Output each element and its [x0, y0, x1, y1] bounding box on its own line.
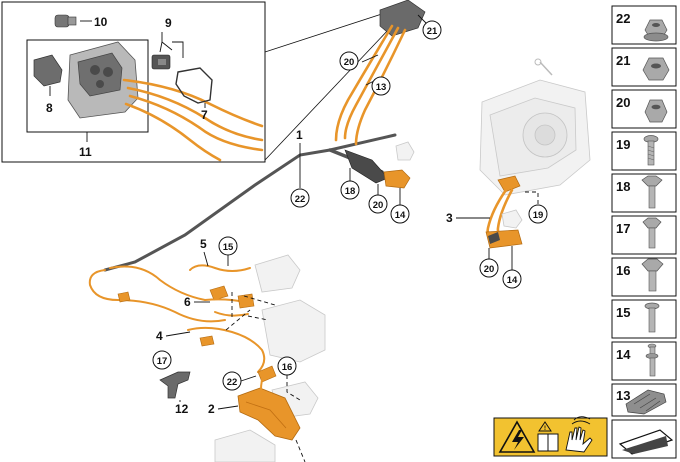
- svg-text:14: 14: [616, 347, 631, 362]
- callout-19-circle: 19: [528, 204, 548, 224]
- lower-left-cables: [88, 254, 326, 462]
- svg-text:!: !: [544, 426, 546, 432]
- svg-text:14: 14: [507, 275, 518, 286]
- flange-bolt-icon: [644, 302, 660, 333]
- warning-label: !: [493, 416, 608, 457]
- gasket-icon: [618, 429, 674, 455]
- callout-12: 12: [175, 402, 189, 416]
- svg-text:20: 20: [484, 264, 495, 275]
- clip-part: [151, 54, 171, 70]
- svg-text:16: 16: [616, 263, 630, 278]
- callout-17-circle: 17: [152, 350, 172, 370]
- svg-text:22: 22: [227, 377, 238, 388]
- svg-text:22: 22: [295, 194, 306, 205]
- svg-text:15: 15: [616, 305, 630, 320]
- callout-2: 2: [208, 402, 215, 416]
- parts-row-14: 14: [611, 341, 677, 381]
- svg-text:18: 18: [345, 186, 356, 197]
- gasket-part: [33, 54, 63, 87]
- parts-row-19: 19: [611, 131, 677, 171]
- parts-row-16: 16: [611, 257, 677, 297]
- callout-15-circle: 15: [218, 236, 238, 256]
- callout-3: 3: [446, 211, 453, 225]
- callout-22-circle: 22: [290, 188, 310, 208]
- callout-18-circle: 18: [340, 180, 360, 200]
- svg-text:15: 15: [223, 242, 234, 253]
- parts-column: 22 21 20 19: [611, 5, 677, 459]
- callout-14-circle: 14: [390, 204, 410, 224]
- parts-row-15: 15: [611, 299, 677, 339]
- upper-connector: [379, 0, 426, 37]
- electric-motor-ghost: [479, 58, 591, 196]
- callout-5: 5: [200, 237, 207, 251]
- detail-inset: [1, 1, 391, 163]
- callout-8: 8: [46, 101, 53, 115]
- callout-13-circle: 13: [371, 76, 391, 96]
- plug-part: [54, 14, 77, 28]
- flange-nut-icon: [643, 19, 669, 42]
- callout-7: 7: [201, 108, 208, 122]
- parts-row-20: 20: [611, 89, 677, 129]
- hex-bolt-icon-16: [641, 258, 664, 292]
- no-touch-hand-icon: [565, 416, 593, 453]
- svg-text:20: 20: [373, 200, 384, 211]
- callout-14b-circle: 14: [502, 269, 522, 289]
- torx-bolt-icon: [643, 135, 659, 166]
- callout-1: 1: [296, 128, 303, 142]
- callout-11: 11: [79, 145, 92, 159]
- parts-row-13: 13: [611, 383, 677, 417]
- callout-6: 6: [184, 295, 191, 309]
- parts-row-18: 18: [611, 173, 677, 213]
- stud-bolt-icon: [645, 343, 659, 377]
- svg-text:14: 14: [395, 210, 406, 221]
- hex-bolt-icon-18: [641, 175, 663, 209]
- svg-text:19: 19: [533, 210, 544, 221]
- svg-text:20: 20: [344, 57, 355, 68]
- parts-row-21: 21: [611, 47, 677, 87]
- svg-text:16: 16: [282, 362, 293, 373]
- svg-text:17: 17: [157, 356, 168, 367]
- parts-row-gasket: [611, 419, 677, 459]
- bracket-part: [175, 67, 213, 104]
- callout-21-circle: 21: [422, 20, 442, 40]
- callout-4: 4: [156, 329, 163, 343]
- svg-text:20: 20: [616, 95, 630, 110]
- svg-text:19: 19: [616, 137, 630, 152]
- callout-9: 9: [165, 16, 172, 30]
- callout-20-circle: 20: [339, 51, 359, 71]
- svg-text:13: 13: [616, 388, 630, 403]
- callout-16-circle: 16: [277, 356, 297, 376]
- svg-text:21: 21: [616, 53, 630, 68]
- callout-20b-circle: 20: [368, 194, 388, 214]
- hex-flange-nut-icon: [642, 57, 670, 81]
- parts-row-22: 22: [611, 5, 677, 45]
- cable-holder-icon: [625, 389, 667, 415]
- svg-text:21: 21: [427, 26, 438, 37]
- top-cable-bundle: [334, 0, 426, 189]
- hex-bolt-icon-17: [642, 217, 662, 249]
- svg-text:17: 17: [616, 221, 630, 236]
- callout-10: 10: [94, 15, 108, 29]
- svg-text:18: 18: [616, 179, 630, 194]
- callout-20c-circle: 20: [479, 258, 499, 278]
- svg-text:13: 13: [376, 82, 387, 93]
- read-manual-icon: !: [537, 421, 559, 452]
- connector-housing-part: [67, 41, 139, 119]
- callout-22b-circle: 22: [222, 371, 242, 391]
- high-voltage-warning-icon: [498, 420, 536, 453]
- motor-cable-part: [485, 175, 523, 249]
- parts-row-17: 17: [611, 215, 677, 255]
- svg-text:22: 22: [616, 11, 630, 26]
- hex-nut-icon: [644, 99, 668, 123]
